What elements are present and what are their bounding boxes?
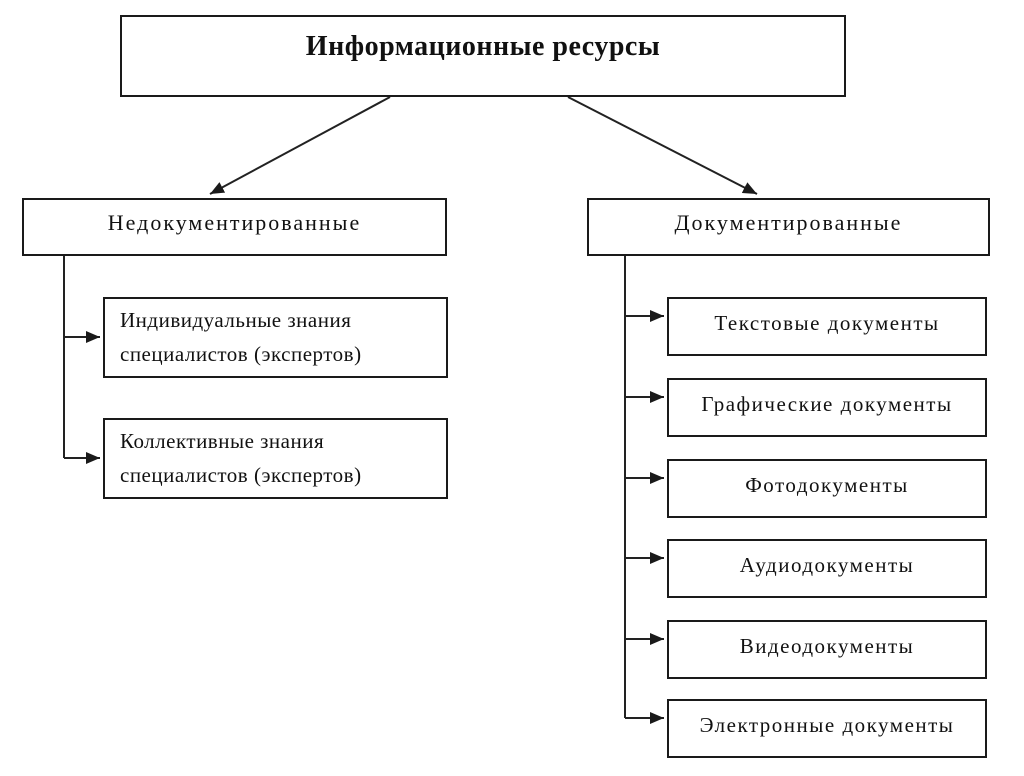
- leaf-node-label: Текстовые документы: [714, 311, 940, 335]
- leaf-node-photo-documents: Фотодокументы: [667, 459, 987, 518]
- root-node-label: Информационные ресурсы: [305, 31, 661, 62]
- leaf-node-label: Аудиодокументы: [739, 553, 915, 577]
- leaf-node-label: Индивидуальные знания специалистов (эксп…: [120, 307, 362, 366]
- branch-node-label: Документированные: [674, 210, 903, 235]
- leaf-node-video-documents: Видеодокументы: [667, 620, 987, 679]
- arrow-title-to-undocumented: [209, 96, 391, 195]
- leaf-node-text-documents: Текстовые документы: [667, 297, 987, 356]
- leaf-node-collective-knowledge: Коллективные знания специалистов (экспер…: [103, 418, 448, 499]
- branch-node-documented: Документированные: [587, 198, 990, 256]
- leaf-node-label: Электронные документы: [699, 713, 955, 737]
- leaf-node-graphic-documents: Графические документы: [667, 378, 987, 437]
- leaf-node-electronic-documents: Электронные документы: [667, 699, 987, 758]
- branch-node-undocumented: Недокументированные: [22, 198, 447, 256]
- root-node-information-resources: Информационные ресурсы: [120, 15, 846, 97]
- leaf-node-individual-knowledge: Индивидуальные знания специалистов (эксп…: [103, 297, 448, 378]
- leaf-node-label: Видеодокументы: [739, 634, 915, 658]
- leaf-node-label: Фотодокументы: [745, 473, 909, 497]
- arrow-title-to-documented: [567, 96, 758, 195]
- leaf-node-label: Графические документы: [701, 392, 953, 416]
- leaf-node-audio-documents: Аудиодокументы: [667, 539, 987, 598]
- leaf-node-label: Коллективные знания специалистов (экспер…: [120, 428, 362, 487]
- branch-node-label: Недокументированные: [107, 210, 362, 235]
